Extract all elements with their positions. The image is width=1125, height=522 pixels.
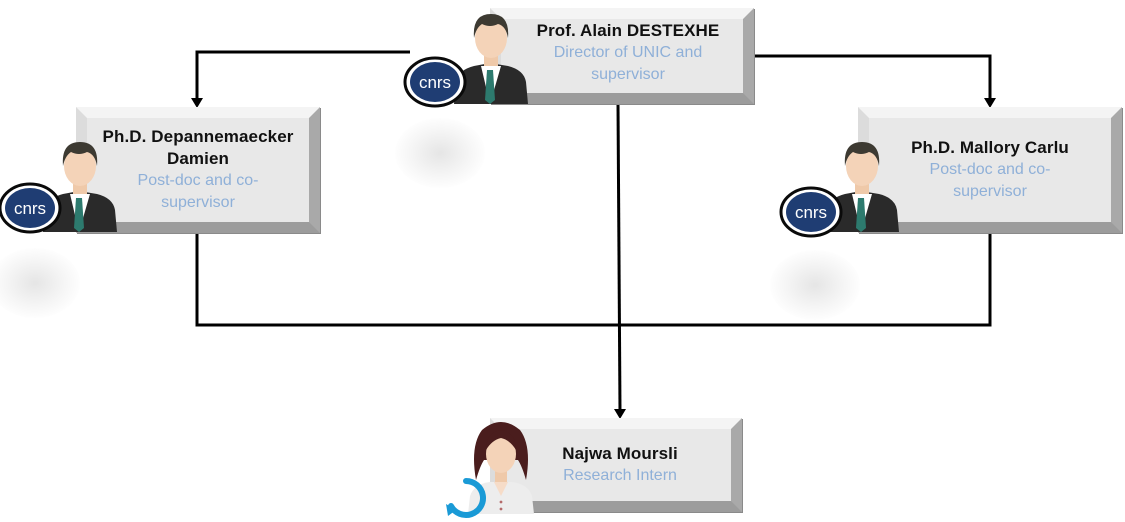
node-left-name: Ph.D. Depannemaecker Damien <box>102 127 294 168</box>
cnrs-logo-icon: cnrs <box>779 186 843 238</box>
node-left-role: Post-doc and co-supervisor <box>137 172 259 211</box>
node-director-text: Prof. Alain DESTEXHE Director of UNIC an… <box>510 20 746 86</box>
node-right-name: Ph.D. Mallory Carlu <box>911 138 1069 157</box>
edge-left-intern <box>195 232 992 327</box>
shadow-blob <box>0 248 80 318</box>
woman-avatar-icon <box>468 422 534 514</box>
shadow-blob <box>395 118 485 188</box>
edge-director-right <box>752 54 992 100</box>
node-right-text: Ph.D. Mallory Carlu Post-doc and co-supe… <box>880 137 1100 203</box>
node-right-role: Post-doc and co-supervisor <box>929 161 1051 200</box>
node-director-role: Director of UNIC and supervisor <box>553 44 703 83</box>
node-intern-role: Research Intern <box>563 467 677 484</box>
node-director-name: Prof. Alain DESTEXHE <box>536 21 720 40</box>
node-intern-text: Najwa Moursli Research Intern <box>510 443 730 487</box>
arrowhead-right <box>984 98 996 108</box>
node-intern-name: Najwa Moursli <box>562 444 678 463</box>
cnrs-logo-text: cnrs <box>419 73 451 92</box>
node-left-text: Ph.D. Depannemaecker Damien Post-doc and… <box>98 126 298 214</box>
edge-director-left <box>195 50 410 100</box>
man-avatar-icon <box>454 14 528 104</box>
cnrs-logo-icon: cnrs <box>0 182 62 234</box>
edge-director-intern <box>616 103 622 412</box>
man-avatar-icon <box>43 142 117 232</box>
cnrs-logo-text: cnrs <box>14 199 46 218</box>
man-avatar-icon <box>825 142 899 232</box>
node-intern <box>490 418 742 512</box>
blue-ring-logo-icon <box>446 478 486 518</box>
arrowhead-left <box>191 98 203 108</box>
arrowhead-intern <box>614 409 626 419</box>
shadow-blob <box>770 250 860 320</box>
cnrs-logo-icon: cnrs <box>403 56 467 108</box>
cnrs-logo-text: cnrs <box>795 203 827 222</box>
